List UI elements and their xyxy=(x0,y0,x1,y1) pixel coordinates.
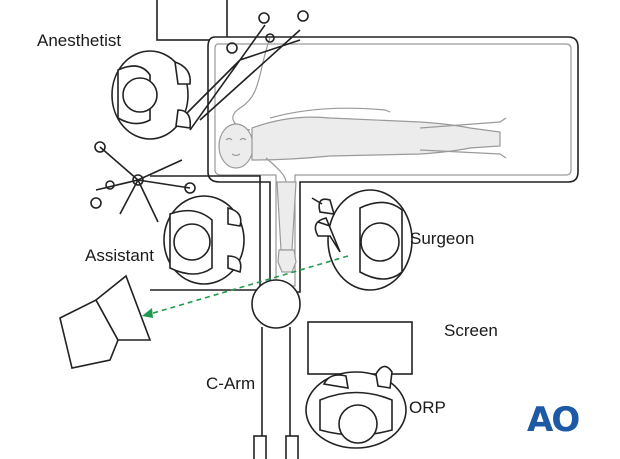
operating-table xyxy=(207,36,579,293)
orp-figure xyxy=(305,365,407,449)
line-of-sight-arrow xyxy=(149,255,349,315)
anesthetist-figure xyxy=(111,50,192,140)
label-anesthetist: Anesthetist xyxy=(37,31,122,50)
label-c-arm: C-Arm xyxy=(206,374,256,393)
iv-pole-lower xyxy=(90,141,196,223)
line-of-sight-arrowhead xyxy=(142,308,153,318)
instrument-table xyxy=(307,321,413,375)
operating-table-inner-edge xyxy=(214,43,572,287)
patient xyxy=(218,107,507,273)
c-arm xyxy=(251,279,301,459)
arm-board-frame xyxy=(150,175,261,291)
monitor xyxy=(59,274,152,369)
surgeon-figure xyxy=(311,189,413,291)
label-screen: Screen xyxy=(444,321,498,340)
ao-logo: AO xyxy=(527,400,580,440)
label-assistant: Assistant xyxy=(85,246,154,265)
label-orp: ORP xyxy=(409,398,446,417)
anesthesia-workstation xyxy=(156,0,228,41)
iv-pole-upper xyxy=(179,10,309,131)
assistant-figure xyxy=(163,195,245,285)
patient-hand xyxy=(277,249,297,273)
label-surgeon: Surgeon xyxy=(410,229,475,248)
